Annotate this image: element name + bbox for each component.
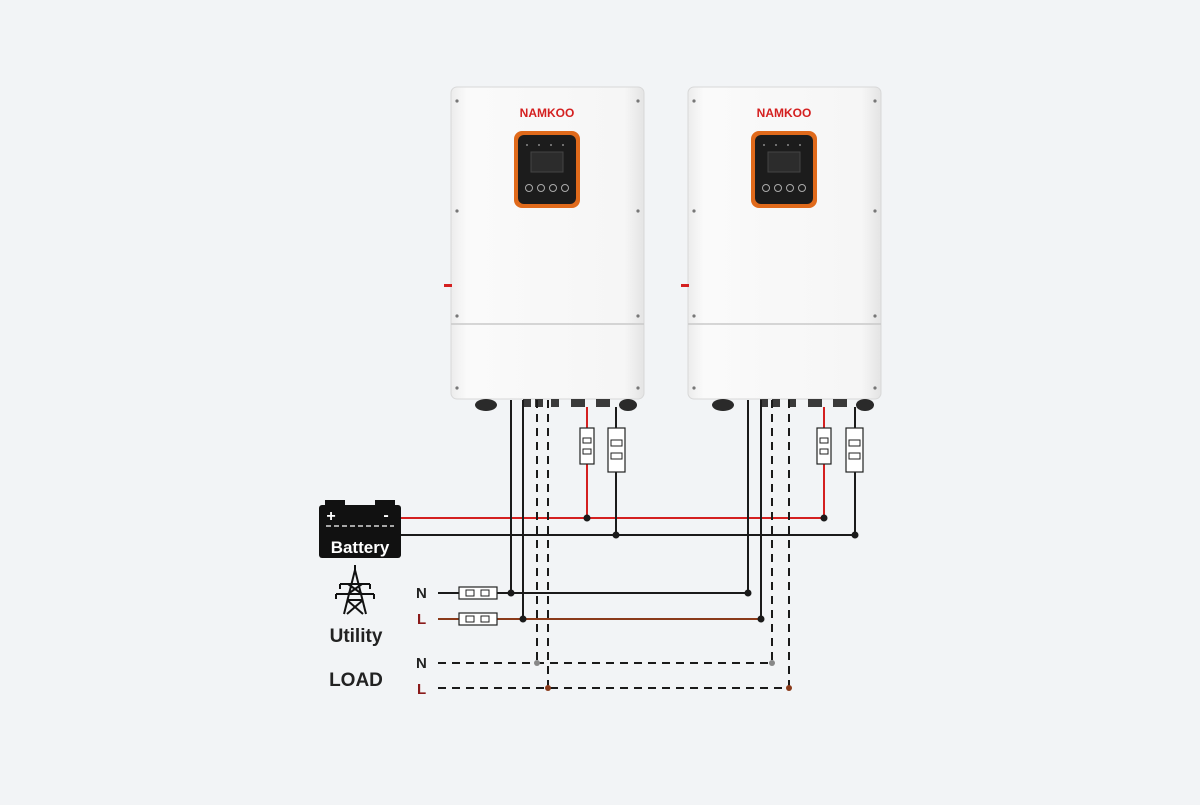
load-label: LOAD (329, 670, 383, 691)
transmission-tower-icon (335, 565, 375, 615)
load-live-bus (438, 400, 792, 691)
utility-breaker-neutral (458, 586, 498, 600)
battery-icon: + - Battery (319, 500, 401, 558)
utility-l-label: L (417, 611, 426, 628)
battery-minus-sign: - (383, 507, 388, 524)
battery-label: Battery (331, 538, 390, 557)
battery-breaker-inv1-negative (607, 427, 626, 473)
inverter-2-display-panel (751, 131, 817, 208)
battery-breaker-inv2-negative (845, 427, 864, 473)
inverter-1-display-panel (514, 131, 580, 208)
utility-n-label: N (416, 585, 427, 602)
inverter-1-terminals (475, 399, 637, 411)
inverter-2-brand: NAMKOO (757, 106, 812, 120)
inverter-1: NAMKOO (444, 86, 645, 411)
battery-plus-sign: + (326, 508, 335, 525)
utility-breaker-live (458, 612, 498, 626)
utility-label: Utility (330, 626, 383, 647)
load-n-label: N (416, 655, 427, 672)
inverter-2: NAMKOO (681, 86, 882, 411)
battery-breaker-inv1-positive (579, 427, 595, 465)
load-neutral-bus (438, 400, 775, 666)
battery-breaker-inv2-positive (816, 427, 832, 465)
load-l-label: L (417, 681, 426, 698)
inverter-2-terminals (712, 399, 874, 411)
inverter-1-brand: NAMKOO (520, 106, 575, 120)
utility-neutral-bus (438, 400, 752, 597)
